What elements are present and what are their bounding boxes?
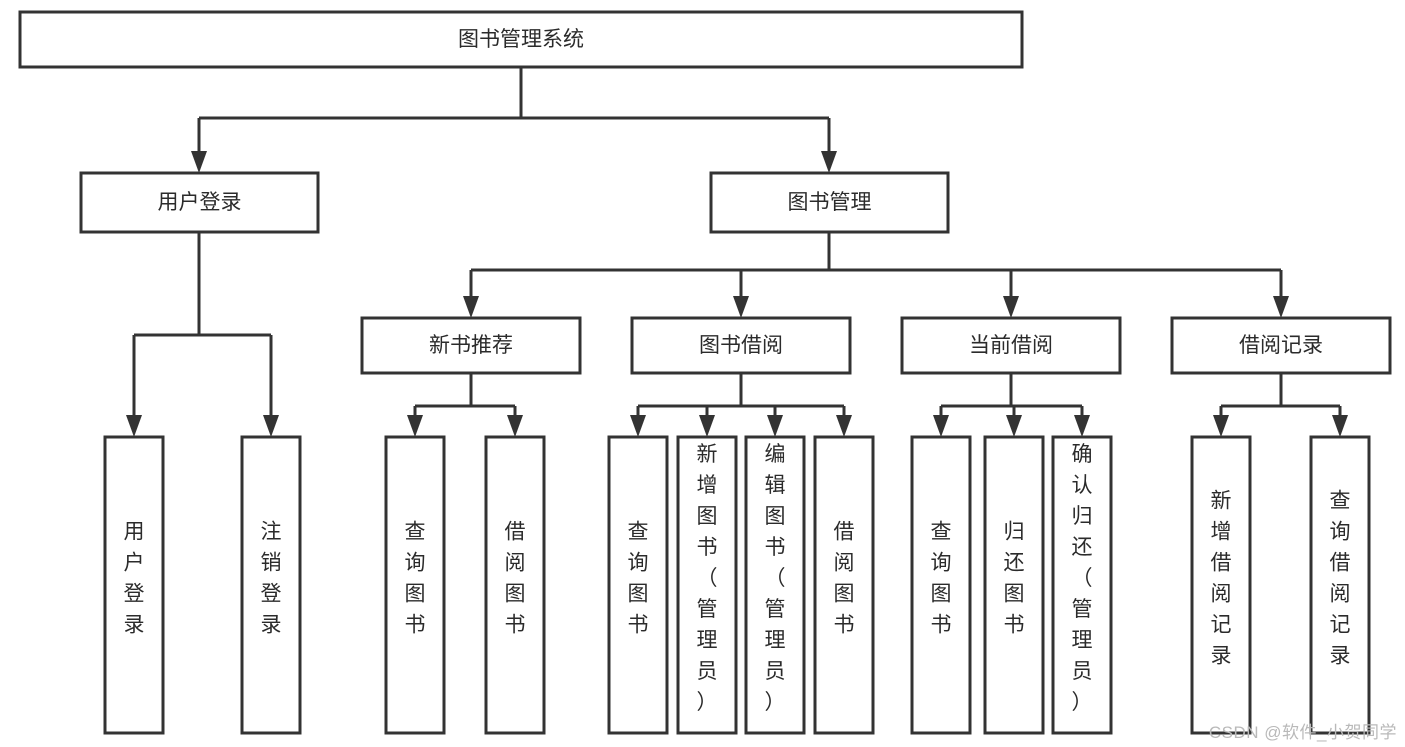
arrow-head-icon bbox=[263, 415, 279, 437]
node-box[interactable] bbox=[240, 435, 302, 735]
node-leaf-注销登录-1[interactable]: 注销登录 bbox=[240, 435, 302, 735]
node-box[interactable] bbox=[1190, 435, 1252, 735]
node-label: 借阅记录 bbox=[1239, 334, 1323, 357]
node-leaf-借阅图书-7[interactable]: 借阅图书 bbox=[813, 435, 875, 735]
arrow-head-icon bbox=[1074, 415, 1090, 437]
node-box[interactable] bbox=[360, 316, 582, 375]
connector-current-to-leaves bbox=[933, 373, 1090, 437]
arrow-head-icon bbox=[463, 296, 479, 318]
node-level3-图书借阅[interactable]: 图书借阅 bbox=[630, 316, 852, 375]
node-level3-新书推荐[interactable]: 新书推荐 bbox=[360, 316, 582, 375]
arrow-head-icon bbox=[1003, 296, 1019, 318]
node-label: 图书管理系统 bbox=[458, 28, 584, 51]
node-label: 用户登录 bbox=[158, 191, 242, 214]
node-label: 图书借阅 bbox=[699, 334, 783, 357]
node-label: 借阅图书 bbox=[834, 521, 855, 637]
node-leaf-新增图书管理员-5[interactable]: 新增图书（管理员） bbox=[676, 435, 738, 735]
node-box[interactable] bbox=[900, 316, 1122, 375]
arrow-head-icon bbox=[733, 296, 749, 318]
arrow-head-icon bbox=[1273, 296, 1289, 318]
arrow-head-icon bbox=[507, 415, 523, 437]
node-label: 编辑图书（管理员） bbox=[765, 443, 786, 714]
node-box[interactable] bbox=[813, 435, 875, 735]
arrow-head-icon bbox=[933, 415, 949, 437]
node-label: 图书管理 bbox=[788, 191, 872, 214]
arrow-head-icon bbox=[836, 415, 852, 437]
arrow-head-icon bbox=[1332, 415, 1348, 437]
arrow-head-icon bbox=[630, 415, 646, 437]
node-level3-当前借阅[interactable]: 当前借阅 bbox=[900, 316, 1122, 375]
node-label: 查询图书 bbox=[931, 521, 952, 637]
arrow-head-icon bbox=[1213, 415, 1229, 437]
node-leaf-用户登录-0[interactable]: 用户登录 bbox=[103, 435, 165, 735]
node-box[interactable] bbox=[1309, 435, 1371, 735]
node-box[interactable] bbox=[607, 435, 669, 735]
node-label: 查询图书 bbox=[628, 521, 649, 637]
node-leaf-查询图书-4[interactable]: 查询图书 bbox=[607, 435, 669, 735]
node-label: 确认归还（管理员） bbox=[1072, 443, 1093, 714]
node-box[interactable] bbox=[18, 10, 1024, 69]
arrow-head-icon bbox=[699, 415, 715, 437]
node-leaf-查询图书-2[interactable]: 查询图书 bbox=[384, 435, 446, 735]
node-level2-用户登录[interactable]: 用户登录 bbox=[79, 171, 320, 234]
arrow-head-icon bbox=[1006, 415, 1022, 437]
connector-root-to-level2 bbox=[191, 67, 837, 173]
node-leaf-归还图书-9[interactable]: 归还图书 bbox=[983, 435, 1045, 735]
node-leaf-查询借阅记录-12[interactable]: 查询借阅记录 bbox=[1309, 435, 1371, 735]
node-leaf-借阅图书-3[interactable]: 借阅图书 bbox=[484, 435, 546, 735]
node-box[interactable] bbox=[709, 171, 950, 234]
connector-layer bbox=[126, 67, 1348, 437]
arrow-head-icon bbox=[126, 415, 142, 437]
node-label: 归还图书 bbox=[1004, 521, 1025, 637]
arrow-head-icon bbox=[191, 151, 207, 173]
node-box[interactable] bbox=[910, 435, 972, 735]
arrow-head-icon bbox=[407, 415, 423, 437]
node-root-图书管理系统[interactable]: 图书管理系统 bbox=[18, 10, 1024, 69]
node-leaf-查询图书-8[interactable]: 查询图书 bbox=[910, 435, 972, 735]
node-leaf-编辑图书管理员-6[interactable]: 编辑图书（管理员） bbox=[744, 435, 806, 735]
node-label: 新增图书（管理员） bbox=[697, 443, 718, 714]
node-label: 查询借阅记录 bbox=[1330, 490, 1351, 668]
arrow-head-icon bbox=[767, 415, 783, 437]
node-box[interactable] bbox=[1051, 435, 1113, 735]
node-label: 借阅图书 bbox=[505, 521, 526, 637]
arrow-head-icon bbox=[821, 151, 837, 173]
connector-bookmgmt-to-level3 bbox=[463, 232, 1289, 318]
node-box[interactable] bbox=[744, 435, 806, 735]
node-box[interactable] bbox=[676, 435, 738, 735]
node-label: 新书推荐 bbox=[429, 334, 513, 357]
node-level3-借阅记录[interactable]: 借阅记录 bbox=[1170, 316, 1392, 375]
node-level2-图书管理[interactable]: 图书管理 bbox=[709, 171, 950, 234]
node-label: 查询图书 bbox=[405, 521, 426, 637]
node-layer: 图书管理系统用户登录图书管理新书推荐图书借阅当前借阅借阅记录用户登录注销登录查询… bbox=[18, 10, 1392, 735]
node-box[interactable] bbox=[103, 435, 165, 735]
node-box[interactable] bbox=[384, 435, 446, 735]
node-box[interactable] bbox=[484, 435, 546, 735]
connector-borrow-to-leaves bbox=[630, 373, 852, 437]
node-leaf-新增借阅记录-11[interactable]: 新增借阅记录 bbox=[1190, 435, 1252, 735]
node-label: 新增借阅记录 bbox=[1211, 490, 1232, 668]
node-box[interactable] bbox=[983, 435, 1045, 735]
connector-newbook-to-leaves bbox=[407, 373, 523, 437]
node-label: 注销登录 bbox=[261, 521, 282, 637]
node-box[interactable] bbox=[630, 316, 852, 375]
node-box[interactable] bbox=[1170, 316, 1392, 375]
node-box[interactable] bbox=[79, 171, 320, 234]
node-label: 用户登录 bbox=[124, 521, 145, 637]
node-leaf-确认归还管理员-10[interactable]: 确认归还（管理员） bbox=[1051, 435, 1113, 735]
connector-record-to-leaves bbox=[1213, 373, 1348, 437]
node-label: 当前借阅 bbox=[969, 334, 1053, 357]
connector-userlogin-to-leaves bbox=[126, 232, 279, 437]
